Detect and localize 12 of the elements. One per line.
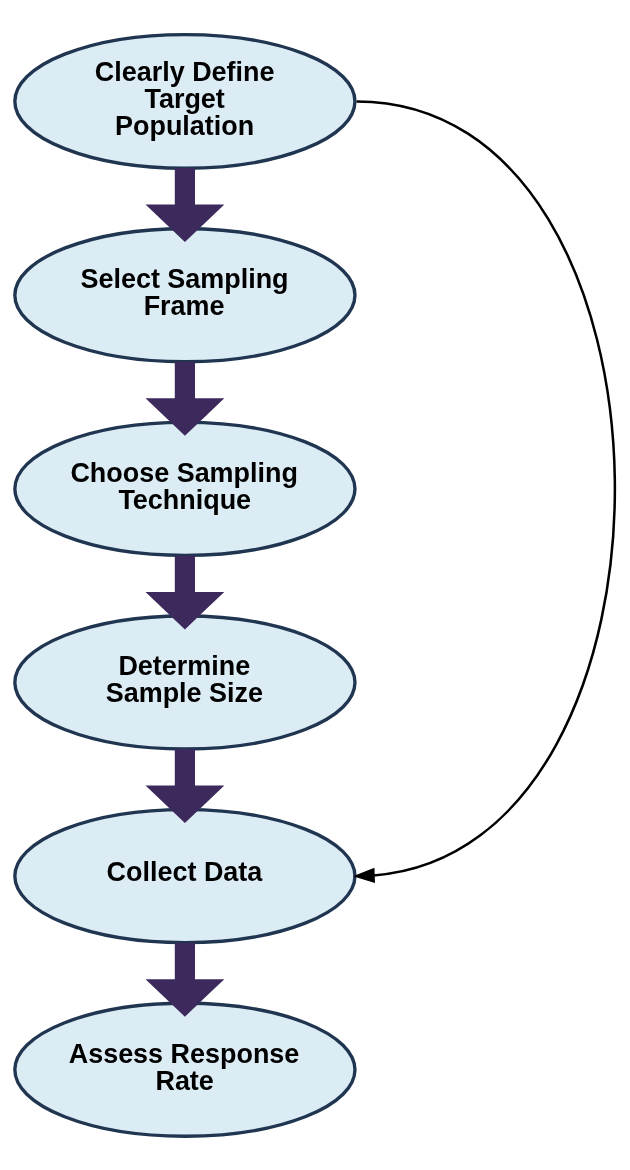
node-ellipse: Assess Response Rate bbox=[13, 1001, 357, 1138]
arrow bbox=[145, 167, 225, 242]
arrow bbox=[352, 99, 616, 883]
node-ellipse: Select Sampling Frame bbox=[13, 226, 357, 363]
node-ellipse: Determine Sample Size bbox=[13, 613, 357, 751]
arrow bbox=[145, 942, 225, 1017]
node-ellipse: Collect Data bbox=[13, 807, 357, 944]
node-ellipse: Choose Sampling Technique bbox=[13, 420, 357, 557]
arrow bbox=[145, 361, 225, 436]
arrow bbox=[145, 748, 225, 823]
arrow bbox=[145, 555, 225, 629]
node-ellipse: Clearly Define Target Population bbox=[13, 32, 357, 170]
